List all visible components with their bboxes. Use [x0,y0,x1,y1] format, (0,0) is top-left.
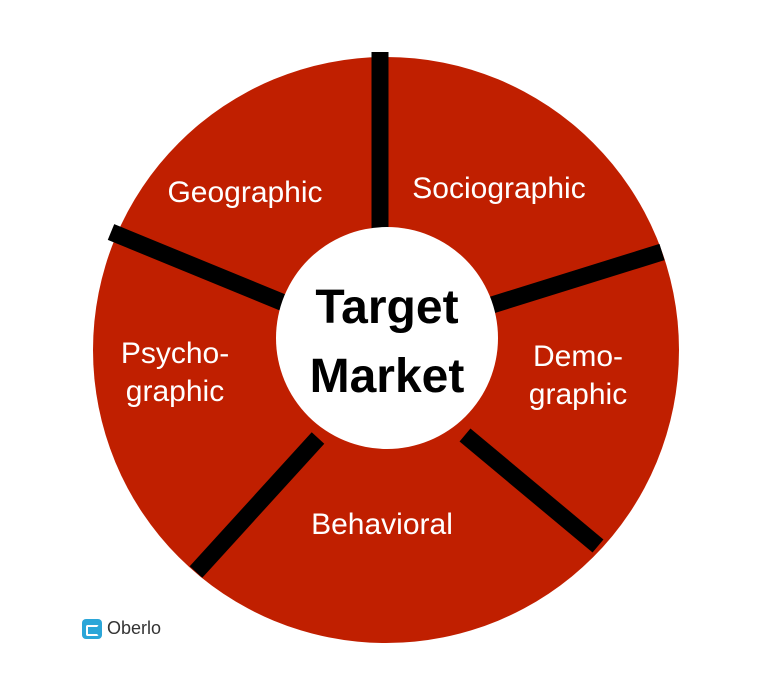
oberlo-logo-icon [82,618,102,639]
brand-logo: Oberlo [82,618,161,639]
brand-name: Oberlo [107,618,162,638]
center-label-line2: Market [310,350,465,403]
segment-label-psychographic-line1: Psycho- [121,337,229,370]
divider-right [489,243,665,314]
segment-label-sociographic: Sociographic [412,172,585,205]
segment-label-behavioral: Behavioral [311,508,453,541]
segment-label-geographic: Geographic [167,176,322,209]
segment-label-psychographic-line2: graphic [126,375,224,408]
segment-label-demographic-line1: Demo- [533,340,623,373]
divider-bottom-right [459,428,604,553]
segment-label-demographic-line2: graphic [529,378,627,411]
center-label-line1: Target [315,281,458,334]
divider-left [107,224,288,311]
center-circle [276,227,498,449]
divider-bottom-left [189,432,325,578]
dividers [107,52,665,578]
